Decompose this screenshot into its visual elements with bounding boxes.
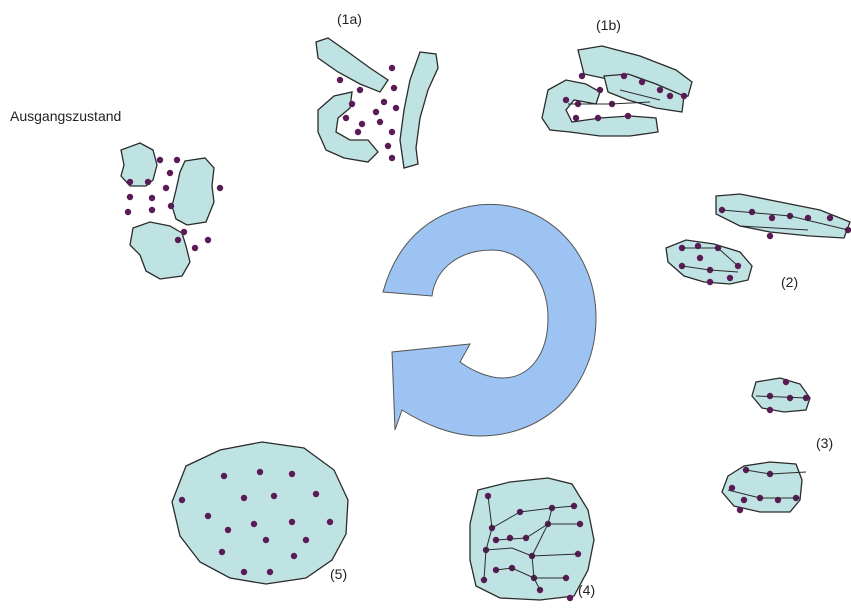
- solute-dot: [639, 79, 645, 85]
- solute-dot: [303, 537, 309, 543]
- solute-dot: [225, 527, 231, 533]
- solute-dot: [767, 233, 773, 239]
- solute-dot: [621, 73, 627, 79]
- solute-dot: [767, 407, 773, 413]
- stage-1a-group: [316, 38, 438, 168]
- solute-dot: [313, 491, 319, 497]
- stage-4-group: [470, 478, 594, 601]
- particle: [400, 52, 438, 168]
- particle: [130, 222, 190, 279]
- solute-dot: [783, 379, 789, 385]
- solute-dot: [355, 129, 361, 135]
- solute-dot: [145, 179, 151, 185]
- solute-dot: [241, 569, 247, 575]
- solute-dot: [741, 497, 747, 503]
- solute-dot: [707, 279, 713, 285]
- solute-dot: [205, 513, 211, 519]
- solute-dot: [359, 121, 365, 127]
- particle: [666, 240, 752, 284]
- solute-dot: [737, 507, 743, 513]
- solute-dot: [373, 109, 379, 115]
- solute-dot: [657, 87, 663, 93]
- solute-dot: [291, 553, 297, 559]
- solute-dot: [343, 115, 349, 121]
- solute-dot: [205, 237, 211, 243]
- solute-dot: [149, 195, 155, 201]
- solute-dot: [625, 113, 631, 119]
- solute-dot: [507, 535, 513, 541]
- solute-dot: [597, 87, 603, 93]
- solute-dot: [337, 77, 343, 83]
- solute-dot: [289, 471, 295, 477]
- stage-5-group: [172, 442, 348, 584]
- solute-dot: [251, 521, 257, 527]
- solute-dot: [179, 497, 185, 503]
- solute-dot: [219, 549, 225, 555]
- solute-dot: [357, 87, 363, 93]
- solute-dot: [769, 215, 775, 221]
- particle: [318, 92, 378, 162]
- solute-dot: [271, 493, 277, 499]
- solute-dot: [349, 101, 355, 107]
- solute-dot: [168, 203, 174, 209]
- solute-dot: [289, 519, 295, 525]
- initial-state-group: [121, 143, 223, 279]
- solute-dot: [667, 93, 673, 99]
- solute-dot: [174, 157, 180, 163]
- particle: [172, 442, 348, 584]
- solute-dot: [257, 469, 263, 475]
- stage-1b-group: [542, 46, 692, 136]
- solute-dot: [157, 157, 163, 163]
- stage-2-group: [666, 194, 851, 285]
- solute-dot: [727, 275, 733, 281]
- solute-dot: [391, 85, 397, 91]
- particle: [172, 158, 214, 225]
- solute-dot: [389, 129, 395, 135]
- solute-dot: [787, 395, 793, 401]
- solute-dot: [221, 473, 227, 479]
- solute-dot: [241, 495, 247, 501]
- solute-dot: [167, 170, 173, 176]
- solute-dot: [175, 237, 181, 243]
- solute-dot: [377, 119, 383, 125]
- particle: [316, 38, 388, 92]
- particle: [752, 378, 810, 412]
- solute-dot: [393, 105, 399, 111]
- solute-dot: [127, 179, 133, 185]
- solute-dot: [381, 99, 387, 105]
- solute-dot: [681, 93, 687, 99]
- solute-dot: [263, 537, 269, 543]
- solute-dot: [697, 255, 703, 261]
- solute-dot: [573, 115, 579, 121]
- solute-dot: [327, 519, 333, 525]
- stage-3-group: [722, 378, 810, 513]
- solute-dot: [563, 97, 569, 103]
- solute-dot: [827, 215, 833, 221]
- solute-dot: [389, 155, 395, 161]
- solute-dot: [163, 185, 169, 191]
- solute-dot: [267, 569, 273, 575]
- solute-dot: [385, 143, 391, 149]
- solute-dot: [181, 229, 187, 235]
- solute-dot: [127, 194, 133, 200]
- solute-dot: [125, 209, 131, 215]
- solute-dot: [579, 73, 585, 79]
- solute-dot: [389, 65, 395, 71]
- solute-dot: [567, 595, 573, 601]
- solute-dot: [192, 245, 198, 251]
- solute-dot: [595, 115, 601, 121]
- solute-dot: [149, 207, 155, 213]
- solute-dot: [217, 185, 223, 191]
- cycle-arrow: [383, 204, 596, 436]
- particle: [121, 143, 157, 186]
